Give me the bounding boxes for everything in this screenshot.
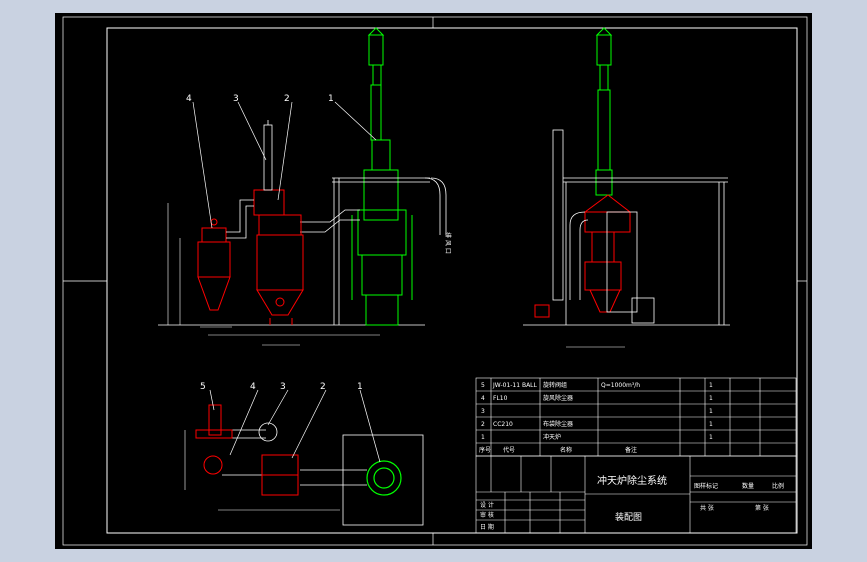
plan-callout-3: 3 bbox=[280, 382, 286, 392]
parts-row: 5 JW-01-11 BALL 旋转阀组 Q=1000m³/h 1 bbox=[481, 381, 713, 389]
part-name: 旋转阀组 bbox=[543, 381, 567, 389]
part-name: 冲天炉 bbox=[543, 433, 561, 441]
scale-mark-label: 图样标记 bbox=[694, 482, 718, 490]
plan-callout-2: 2 bbox=[320, 382, 326, 392]
plan-cupola bbox=[342, 434, 424, 526]
parts-list-grid bbox=[475, 377, 797, 534]
part-no: 4 bbox=[481, 395, 485, 402]
plan-callouts: 5 4 3 2 1 bbox=[200, 382, 363, 392]
plan-leaders bbox=[209, 389, 381, 463]
dimensions bbox=[167, 203, 380, 346]
title-block: 5 JW-01-11 BALL 旋转阀组 Q=1000m³/h 1 4 FL10… bbox=[475, 377, 797, 534]
sheet-name: 装配图 bbox=[615, 511, 642, 523]
exhaust-pipe bbox=[263, 120, 273, 191]
part-no: 3 bbox=[481, 408, 485, 415]
plan-bag-filter bbox=[261, 454, 299, 496]
header-no: 序号 bbox=[479, 446, 491, 454]
plan-view: 5 4 3 2 1 bbox=[184, 382, 424, 526]
part-no: 1 bbox=[481, 434, 485, 441]
header-code: 代号 bbox=[503, 446, 515, 454]
plan-fan bbox=[258, 422, 278, 442]
front-callout-1: 1 bbox=[328, 94, 334, 104]
plan-callout-5: 5 bbox=[200, 382, 206, 392]
part-qty: 1 bbox=[709, 421, 713, 428]
cyclone bbox=[197, 218, 231, 311]
part-qty: 1 bbox=[709, 395, 713, 402]
front-callout-3: 3 bbox=[233, 94, 239, 104]
sheet-number-label: 第 张 bbox=[755, 504, 769, 512]
plan-callout-4: 4 bbox=[250, 382, 256, 392]
scale-qty-label: 数量 bbox=[742, 482, 754, 490]
side-frame bbox=[552, 129, 728, 325]
side-stack bbox=[595, 27, 613, 196]
parts-list: 5 JW-01-11 BALL 旋转阀组 Q=1000m³/h 1 4 FL10… bbox=[479, 381, 713, 454]
support-frame bbox=[332, 177, 447, 325]
plan-cupola-ring bbox=[366, 460, 402, 496]
cyclone-duct bbox=[226, 199, 254, 239]
part-note: Q=1000m³/h bbox=[601, 382, 640, 389]
plan-duct bbox=[222, 429, 367, 486]
part-no: 5 bbox=[481, 382, 485, 389]
sheet-total-label: 共 张 bbox=[700, 504, 714, 512]
approval-date: 日 期 bbox=[480, 523, 494, 531]
drawing-title: 冲天炉除尘系统 bbox=[597, 474, 667, 487]
parts-row: 1 冲天炉 1 bbox=[481, 433, 713, 441]
part-qty: 1 bbox=[709, 408, 713, 415]
part-name: 旋风除尘器 bbox=[543, 394, 573, 402]
parts-header: 序号 代号 名称 备注 bbox=[479, 446, 637, 454]
header-note: 备注 bbox=[625, 446, 637, 454]
parts-row: 2 CC210 布袋除尘器 1 bbox=[481, 420, 713, 428]
approval-design: 设 计 bbox=[480, 501, 494, 509]
side-housing bbox=[569, 211, 655, 324]
part-qty: 1 bbox=[709, 382, 713, 389]
plan-cyclone bbox=[195, 404, 233, 475]
plan-dimensions bbox=[184, 430, 340, 511]
approval-review: 审 核 bbox=[480, 511, 494, 519]
inner-frame bbox=[106, 27, 798, 534]
part-code: JW-01-11 BALL bbox=[492, 382, 538, 389]
front-view: 排 风 口 bbox=[158, 27, 452, 346]
part-no: 2 bbox=[481, 421, 485, 428]
pipe-label: 排 风 口 bbox=[444, 232, 452, 254]
plan-callout-1: 1 bbox=[357, 382, 363, 392]
scale-ratio-label: 比例 bbox=[772, 482, 784, 490]
front-callout-2: 2 bbox=[284, 94, 290, 104]
side-view bbox=[523, 27, 730, 348]
part-code: FL10 bbox=[493, 395, 508, 402]
part-qty: 1 bbox=[709, 434, 713, 441]
front-callouts: 4 3 2 1 bbox=[186, 94, 334, 104]
parts-row: 3 1 bbox=[481, 408, 713, 415]
front-callout-4: 4 bbox=[186, 94, 192, 104]
part-name: 布袋除尘器 bbox=[543, 420, 573, 428]
connecting-duct bbox=[300, 209, 360, 233]
header-name: 名称 bbox=[560, 446, 572, 454]
parts-row: 4 FL10 旋风除尘器 1 bbox=[481, 394, 713, 402]
drawing-sheet bbox=[55, 13, 812, 549]
front-leaders bbox=[192, 101, 377, 229]
part-code: CC210 bbox=[493, 421, 513, 428]
